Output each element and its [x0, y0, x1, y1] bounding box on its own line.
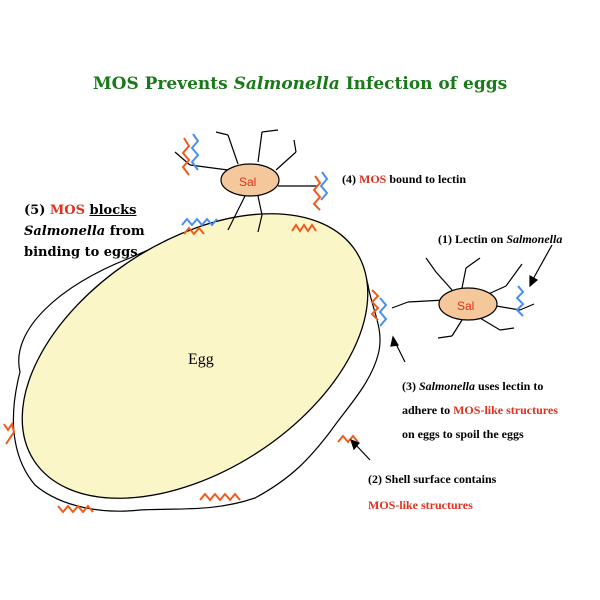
shell-mos-3	[57, 504, 94, 514]
shell-mos-5	[337, 434, 359, 444]
shell-mos-1	[291, 223, 317, 233]
step3-adhere: adhere to	[402, 403, 454, 417]
bacteria-label-1: Sal	[239, 175, 256, 189]
salmonella-body-adhering	[438, 287, 498, 321]
label-step4: (4) MOS bound to lectin	[342, 172, 466, 187]
mos-3	[183, 226, 205, 236]
salmonella-adhering	[391, 257, 535, 339]
title-italic: Salmonella	[233, 74, 340, 94]
step5-line1: (5) MOS blocks	[24, 200, 145, 221]
page-title: MOS Prevents Salmonella Infection of egg…	[0, 74, 600, 94]
step4-prefix: (4)	[342, 172, 359, 186]
egg	[21, 213, 369, 499]
step5-line2: Salmonella from	[24, 221, 145, 242]
step3-line3: on eggs to spoil the eggs	[402, 427, 524, 441]
salmonella-bound	[174, 129, 318, 233]
step5-line3: binding to eggs	[24, 245, 138, 260]
title-prefix: MOS Prevents	[92, 74, 234, 94]
step2-line1: (2) Shell surface contains	[368, 472, 497, 486]
egg-label: Egg	[188, 351, 214, 368]
shell-mos-4	[199, 492, 241, 502]
step5-mos: MOS	[49, 203, 85, 218]
shell-mos-structures	[3, 223, 380, 514]
step3-mos-like: MOS-like structures	[453, 403, 558, 417]
step5-salmonella: Salmonella	[24, 224, 106, 239]
step3-line2: adhere to MOS-like structures	[402, 398, 558, 422]
bacteria-label-2: Sal	[457, 299, 474, 313]
step5-blocks: blocks	[89, 203, 137, 218]
lectin-2	[319, 171, 329, 201]
step3-line1: (3) Salmonella uses lectin to	[402, 374, 558, 398]
label-step1: (1) Lectin on Salmonella	[438, 232, 562, 247]
step4-mos: MOS	[359, 172, 387, 186]
label-step2: (2) Shell surface contains MOS-like stru…	[368, 466, 496, 518]
shell-mos-2	[3, 421, 16, 445]
pointer-arrows	[350, 244, 553, 461]
salmonella-body-bound	[220, 163, 280, 197]
step1-salmonella: Salmonella	[506, 232, 563, 246]
mos-1	[181, 137, 191, 176]
label-step3: (3) Salmonella uses lectin to adhere to …	[402, 374, 558, 446]
lectin-5	[378, 297, 388, 327]
step3-prefix: (3)	[402, 379, 419, 393]
label-step5: (5) MOS blocks Salmonella from binding t…	[24, 200, 145, 263]
step2-line2: MOS-like structures	[368, 498, 473, 512]
step5-prefix: (5)	[24, 203, 50, 218]
title-suffix: Infection of eggs	[339, 74, 508, 94]
mos-2	[312, 175, 322, 211]
shell-mos-6	[370, 289, 380, 321]
step1-prefix: (1) Lectin on	[438, 232, 507, 246]
step3-suffix: uses lectin to	[475, 379, 544, 393]
lectin-mos-bound	[181, 133, 329, 236]
step3-salmonella: Salmonella	[419, 379, 476, 393]
lectin-4	[515, 285, 525, 317]
lectin-3	[181, 217, 218, 227]
lectin-1	[190, 133, 200, 171]
step4-suffix: bound to lectin	[386, 172, 467, 186]
step5-from: from	[105, 224, 145, 239]
